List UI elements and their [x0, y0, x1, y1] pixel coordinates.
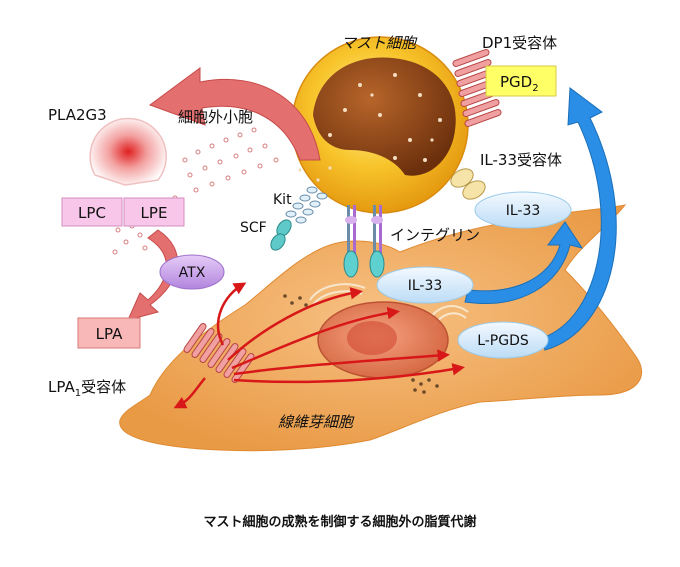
il33-upper-label: IL-33 — [506, 203, 541, 219]
pgd2-box — [485, 65, 557, 97]
atx-oval — [159, 254, 225, 290]
pla2g3-enzyme — [89, 117, 167, 186]
il33-upper-oval — [474, 191, 572, 229]
scf-ligand — [270, 219, 292, 251]
lpc-box — [61, 197, 123, 227]
mast-cell-label: マスト細胞 — [341, 34, 418, 52]
integrin-label: インテグリン — [390, 226, 480, 244]
granule-dots — [298, 73, 442, 182]
il33-lower-oval — [376, 266, 474, 304]
lpa-label: LPA — [96, 325, 123, 343]
nucleolus — [347, 321, 397, 355]
arrow-vesicle-to-pla2g3 — [148, 67, 321, 161]
extracellular-vesicle-label: 細胞外小胞 — [178, 108, 253, 126]
il33-receptor — [450, 168, 486, 200]
lpc-label: LPC — [78, 204, 106, 222]
lpgds-oval — [457, 321, 549, 359]
mast-cell-granules — [313, 57, 456, 176]
fibroblast-label: 線維芽細胞 — [278, 413, 355, 431]
arrow-lpe-to-lpa — [127, 229, 179, 321]
lpe-box — [123, 197, 185, 227]
lpa-box — [77, 317, 141, 349]
il33-lower-label: IL-33 — [408, 278, 443, 294]
signaling-arrows — [173, 282, 465, 409]
lpa1-receptor-label: LPA1受容体 — [48, 378, 126, 399]
integrin-pair-1 — [343, 205, 359, 278]
integrin-pair-2 — [369, 205, 385, 278]
scf-label: SCF — [240, 220, 267, 236]
lpgds-label: L-PGDS — [477, 333, 529, 349]
kit-receptor — [285, 186, 328, 224]
figure-caption: マスト細胞の成熟を制御する細胞外の脂質代謝 — [203, 514, 476, 530]
fibroblast-vesicles — [283, 294, 439, 394]
pla2g3-label: PLA2G3 — [48, 106, 107, 124]
atx-label: ATX — [179, 265, 206, 281]
il33-receptor-label: IL-33受容体 — [480, 151, 562, 169]
lpe-label: LPE — [141, 204, 168, 222]
pgd2-label: PGD2 — [500, 73, 539, 94]
arrow-lpgds-to-pgd2 — [541, 87, 617, 351]
kit-label: Kit — [273, 192, 292, 208]
arrow-il33-to-mast — [464, 221, 584, 304]
dp1-receptor-label: DP1受容体 — [482, 34, 557, 52]
